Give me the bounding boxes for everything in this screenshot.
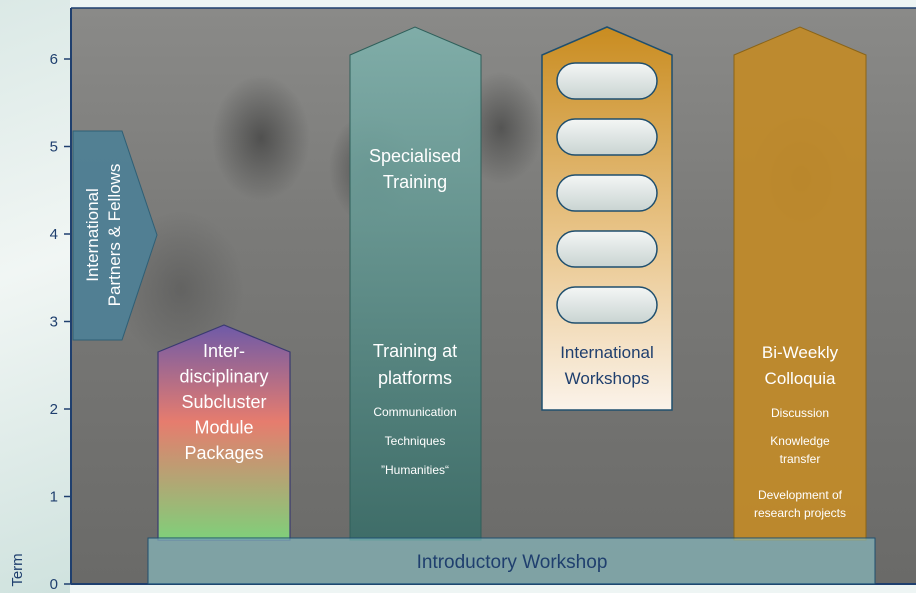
y-tick-label: 2: [50, 401, 58, 418]
colloquia-item-research: research projects: [754, 506, 846, 520]
y-tick-label: 3: [50, 314, 58, 331]
subcluster-label-line: disciplinary: [179, 367, 268, 387]
workshop-session-pill: [556, 286, 658, 324]
workshop-session-pill: [556, 118, 658, 156]
y-ticks: 0 1 2 3 4 5 6: [50, 51, 71, 593]
colloquia-item-knowledge: Knowledge: [770, 434, 830, 448]
training-title-line1: Specialised: [369, 146, 461, 166]
leaf-background: [0, 0, 70, 593]
workshops-label-line2: Workshops: [565, 369, 650, 388]
y-tick-label: 1: [50, 489, 58, 506]
training-item-humanities: ”Humanities“: [381, 463, 449, 477]
workshop-session-pill: [556, 230, 658, 268]
y-tick-label: 6: [50, 51, 58, 68]
workshop-session-pill: [556, 62, 658, 100]
intro-workshop-label: Introductory Workshop: [417, 552, 608, 573]
training-item-techniques: Techniques: [385, 434, 446, 448]
subcluster-label: Inter-disciplinarySubclusterModulePackag…: [179, 341, 268, 463]
colloquia-label-line1: Bi-Weekly: [762, 343, 839, 362]
platform-line2: platforms: [378, 368, 452, 388]
workshops-label-line1: International: [560, 343, 654, 362]
training-item-communication: Communication: [373, 405, 456, 419]
subcluster-label-line: Subcluster: [181, 392, 266, 412]
colloquia-label-line2: Colloquia: [765, 369, 836, 388]
subcluster-modules-arrow: Inter-disciplinarySubclusterModulePackag…: [157, 324, 291, 541]
partners-label-line2: Partners & Fellows: [105, 164, 124, 307]
international-workshops-arrow: International Workshops: [541, 26, 673, 411]
colloquia-item-development: Development of: [758, 488, 843, 502]
workshop-session-pill: [556, 174, 658, 212]
colloquia-item-discussion: Discussion: [771, 406, 829, 420]
subcluster-label-line: Packages: [184, 443, 263, 463]
y-axis-label: Term: [9, 553, 26, 586]
specialised-training-arrow: Specialised Training Training at platfor…: [349, 26, 482, 541]
partners-label-line1: International: [83, 188, 102, 282]
platform-line1: Training at: [373, 341, 457, 361]
workshop-sessions: [556, 62, 658, 324]
subcluster-label-line: Inter-: [203, 341, 245, 361]
training-title-line2: Training: [383, 172, 447, 192]
y-tick-label: 0: [50, 576, 58, 593]
colloquia-item-transfer: transfer: [780, 452, 821, 466]
introductory-workshop-bar: Introductory Workshop: [147, 537, 876, 585]
subcluster-label-line: Module: [194, 418, 253, 438]
biweekly-colloquia-arrow: Bi-Weekly Colloquia Discussion Knowledge…: [733, 26, 867, 541]
partners-fellows-arrow: International Partners & Fellows: [72, 130, 158, 341]
y-tick-label: 5: [50, 139, 58, 156]
y-tick-label: 4: [50, 226, 58, 243]
